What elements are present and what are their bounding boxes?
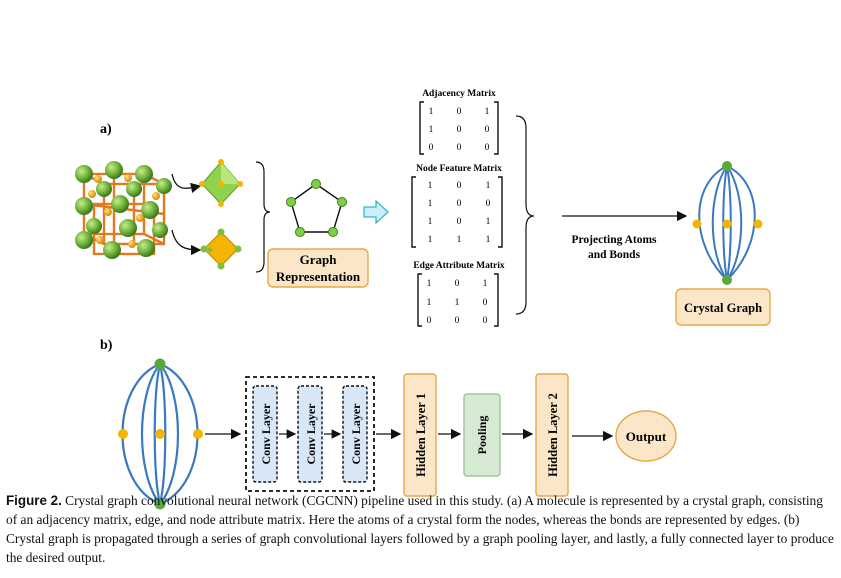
graph-b-node-right <box>193 429 203 439</box>
conv-layers-container <box>245 376 375 492</box>
green-polyhedron-icon <box>199 159 243 207</box>
graph-b-node-top <box>154 358 166 370</box>
node-cell: 1 <box>486 217 491 227</box>
hidden-layer-1-box <box>403 373 437 497</box>
edge-cell: 0 <box>483 298 488 308</box>
panel-b-label: b) <box>100 338 113 353</box>
graph-representation-line1: Graph <box>300 252 338 267</box>
edge-cell: 1 <box>427 298 432 308</box>
adjacency-matrix-title: Adjacency Matrix <box>422 89 496 99</box>
adj-cell: 1 <box>429 107 434 117</box>
node-cell: 1 <box>428 217 433 227</box>
conv-layer-3 <box>342 385 368 483</box>
node-cell: 1 <box>457 235 462 245</box>
node-cell: 1 <box>486 235 491 245</box>
conv-layer-3-label: Conv Layer <box>349 403 363 465</box>
hidden-layer-1-label: Hidden Layer 1 <box>414 393 428 477</box>
crystal-lattice-image <box>75 161 172 259</box>
node-cell: 0 <box>457 217 462 227</box>
crystal-graph-a <box>698 165 756 281</box>
orange-polyhedron-icon <box>200 228 242 270</box>
brace-matrices <box>515 115 535 315</box>
edge-cell: 0 <box>455 279 460 289</box>
hidden-layer-2-box <box>535 373 569 497</box>
projecting-line1: Projecting Atoms <box>571 234 657 246</box>
adj-cell: 0 <box>485 125 490 135</box>
adj-cell: 1 <box>485 107 490 117</box>
edge-cell: 0 <box>427 316 432 326</box>
edge-attribute-matrix-title: Edge Attribute Matrix <box>413 261 505 271</box>
graph-node-right <box>753 219 763 229</box>
conv-layer-1-label: Conv Layer <box>259 403 273 465</box>
node-feature-matrix: 1 0 1 1 0 0 1 0 1 1 1 1 <box>411 176 503 248</box>
graph-node-mid <box>722 219 732 229</box>
crystal-graph-box <box>675 288 771 326</box>
graph-representation-line2: Representation <box>276 269 361 284</box>
adjacency-matrix: 1 0 1 1 0 0 0 0 0 <box>419 101 499 155</box>
edge-attribute-matrix: 1 0 1 1 1 0 0 0 0 <box>417 273 499 327</box>
crystal-graph-label: Crystal Graph <box>684 301 762 315</box>
brace-a <box>255 161 271 273</box>
adj-cell: 1 <box>429 125 434 135</box>
figure-caption: Figure 2. Crystal graph convolutional ne… <box>6 491 836 567</box>
adj-cell: 0 <box>457 143 462 153</box>
edge-cell: 0 <box>483 316 488 326</box>
node-cell: 1 <box>428 181 433 191</box>
caption-label: Figure 2. <box>6 493 62 508</box>
graph-b-node-mid <box>155 429 165 439</box>
pentagon-graph-icon <box>286 179 347 237</box>
graph-node-top <box>722 161 732 171</box>
panel-a-label: a) <box>100 122 112 137</box>
graph-node-left <box>692 219 702 229</box>
conv-layer-2-label: Conv Layer <box>304 403 318 465</box>
conv-layer-2 <box>297 385 323 483</box>
hidden-layer-2-label: Hidden Layer 2 <box>546 393 560 477</box>
edge-cell: 1 <box>455 298 460 308</box>
node-cell: 1 <box>428 235 433 245</box>
adj-cell: 0 <box>457 125 462 135</box>
output-ellipse <box>615 410 677 462</box>
graph-node-bottom <box>722 275 732 285</box>
pooling-label: Pooling <box>475 416 489 455</box>
adj-cell: 0 <box>485 143 490 153</box>
node-feature-matrix-title: Node Feature Matrix <box>416 164 502 174</box>
conv-layer-1 <box>252 385 278 483</box>
node-cell: 0 <box>457 181 462 191</box>
node-cell: 0 <box>457 199 462 209</box>
graph-b-node-left <box>118 429 128 439</box>
caption-text: Crystal graph convolutional neural netwo… <box>6 493 834 565</box>
edge-cell: 0 <box>455 316 460 326</box>
edge-cell: 1 <box>483 279 488 289</box>
projecting-line2: and Bonds <box>588 249 641 261</box>
cyan-arrow-icon <box>363 199 389 225</box>
node-cell: 1 <box>486 181 491 191</box>
crystal-graph-b <box>121 362 199 506</box>
node-cell: 1 <box>428 199 433 209</box>
curved-arrow-bottom <box>171 229 202 256</box>
graph-b-node-bottom <box>154 498 166 510</box>
node-cell: 0 <box>486 199 491 209</box>
pooling-box <box>463 393 501 477</box>
curved-arrow-top <box>171 173 202 193</box>
adj-cell: 0 <box>457 107 462 117</box>
graph-representation-box <box>267 248 369 288</box>
edge-cell: 1 <box>427 279 432 289</box>
output-label: Output <box>626 429 667 444</box>
adj-cell: 0 <box>429 143 434 153</box>
